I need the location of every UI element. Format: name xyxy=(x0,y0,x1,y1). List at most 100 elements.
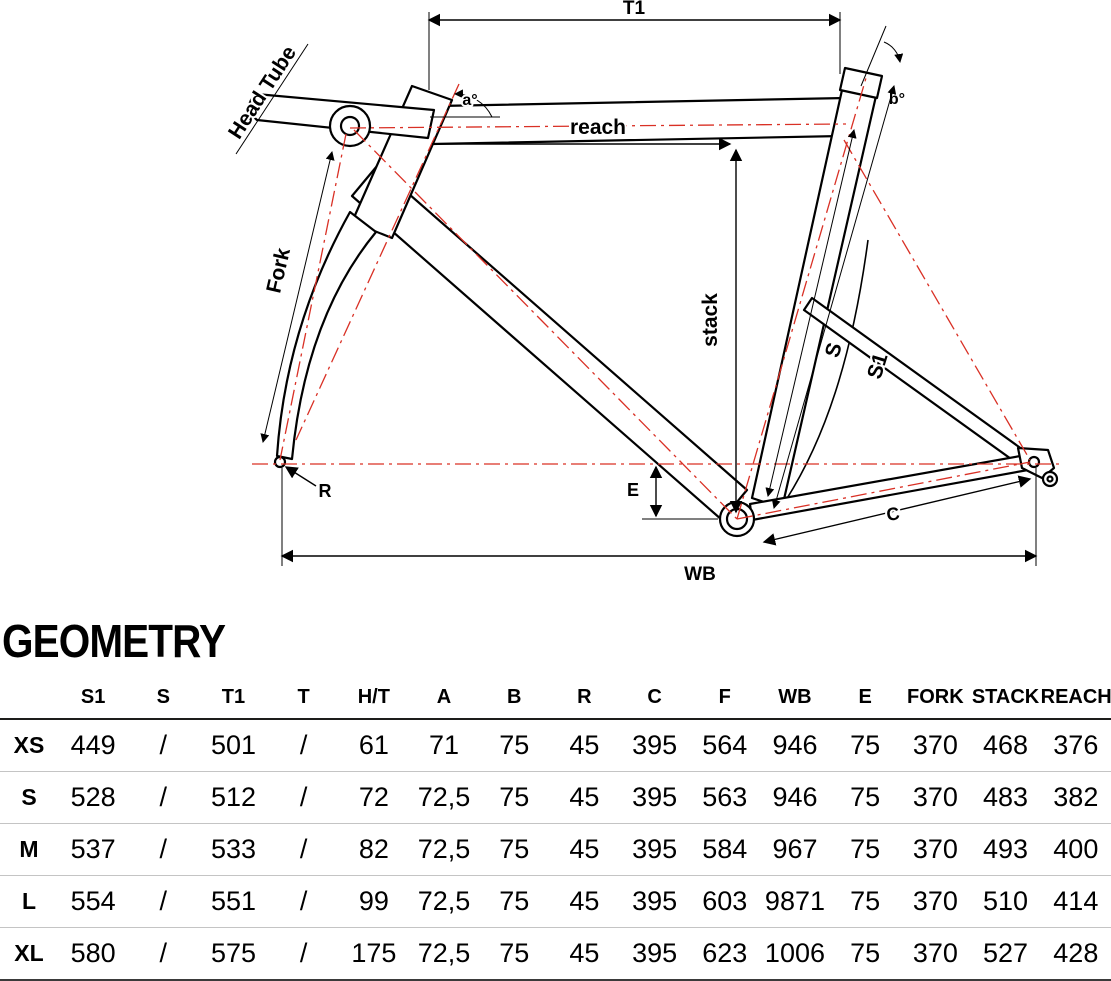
col-header-a: A xyxy=(408,682,480,720)
col-header-s1: S1 xyxy=(58,682,129,720)
value-cell: 75 xyxy=(830,719,901,772)
value-cell: 71 xyxy=(408,719,480,772)
col-header-size xyxy=(0,682,58,720)
value-cell: 395 xyxy=(619,823,690,876)
value-cell: 72,5 xyxy=(408,927,480,981)
header-row: S1 S T1 T H/T A B R C F WB E FORK STACK … xyxy=(0,682,1111,720)
value-cell: 501 xyxy=(198,719,269,772)
value-cell: 584 xyxy=(689,823,760,876)
wb-label: WB xyxy=(684,564,716,585)
value-cell: 370 xyxy=(900,823,971,876)
value-cell: 382 xyxy=(1040,771,1111,824)
value-cell: 395 xyxy=(619,875,690,928)
col-header-t: T xyxy=(268,682,339,720)
value-cell: / xyxy=(268,823,339,876)
value-cell: 468 xyxy=(970,719,1041,772)
dimensions: T1 Head Tube a° reach xyxy=(222,0,1038,587)
value-cell: 175 xyxy=(338,927,409,981)
dim-e: E xyxy=(625,465,718,520)
value-cell: 967 xyxy=(759,823,831,876)
dim-reach: reach xyxy=(432,114,732,151)
value-cell: 45 xyxy=(549,771,620,824)
value-cell: 370 xyxy=(900,719,971,772)
col-header-stack: STACK xyxy=(970,682,1041,720)
s-label: S xyxy=(821,340,847,360)
value-cell: 395 xyxy=(619,771,690,824)
value-cell: 75 xyxy=(830,875,901,928)
col-header-r: R xyxy=(549,682,620,720)
value-cell: 414 xyxy=(1040,875,1111,928)
col-header-f: F xyxy=(689,682,760,720)
down-tube xyxy=(350,164,749,522)
col-header-wb: WB xyxy=(759,682,831,720)
row-label: M xyxy=(0,823,58,876)
dim-r: R xyxy=(284,466,334,503)
col-header-s: S xyxy=(128,682,199,720)
value-cell: 376 xyxy=(1040,719,1111,772)
value-cell: 75 xyxy=(479,823,550,876)
value-cell: 75 xyxy=(479,875,550,928)
col-header-ht: H/T xyxy=(338,682,409,720)
stack-label: stack xyxy=(699,293,722,347)
dim-t1: T1 xyxy=(427,0,842,90)
e-label: E xyxy=(627,480,639,500)
t1-label: T1 xyxy=(623,0,646,19)
value-cell: 45 xyxy=(549,927,620,981)
col-header-t1: T1 xyxy=(198,682,269,720)
dim-stack: stack xyxy=(697,148,743,514)
col-header-b: B xyxy=(479,682,550,720)
table-row-m: M 537 / 533 / 82 72,5 75 45 395 584 967 … xyxy=(0,823,1111,876)
seat-stays xyxy=(802,296,1028,466)
row-label: XS xyxy=(0,719,58,772)
r-label: R xyxy=(319,481,332,501)
value-cell: 946 xyxy=(759,719,831,772)
value-cell: 564 xyxy=(689,719,760,772)
col-header-reach: REACH xyxy=(1040,682,1111,720)
value-cell: / xyxy=(268,875,339,928)
value-cell: 72,5 xyxy=(408,771,480,824)
value-cell: 82 xyxy=(338,823,409,876)
value-cell: 75 xyxy=(479,771,550,824)
value-cell: 623 xyxy=(689,927,760,981)
value-cell: / xyxy=(128,875,199,928)
dim-wb: WB xyxy=(280,468,1038,587)
value-cell: 395 xyxy=(619,719,690,772)
value-cell: / xyxy=(128,823,199,876)
value-cell: 75 xyxy=(830,927,901,981)
value-cell: / xyxy=(268,771,339,824)
frame-geometry-svg: T1 Head Tube a° reach xyxy=(222,0,1062,587)
down-tube-centerline xyxy=(353,129,738,520)
rear-axle xyxy=(1027,455,1041,469)
value-cell: 449 xyxy=(58,719,129,772)
table-row-xs: XS 449 / 501 / 61 71 75 45 395 564 946 7… xyxy=(0,719,1111,772)
reach-label: reach xyxy=(570,116,626,139)
frame-geometry-diagram: T1 Head Tube a° reach xyxy=(222,0,1062,587)
value-cell: 75 xyxy=(830,771,901,824)
a-angle-label: a° xyxy=(462,92,477,109)
value-cell: 551 xyxy=(198,875,269,928)
value-cell: 45 xyxy=(549,875,620,928)
dim-c: C xyxy=(762,475,1032,546)
value-cell: / xyxy=(268,927,339,981)
value-cell: 537 xyxy=(58,823,129,876)
seat-stay-centerline xyxy=(843,139,1031,461)
value-cell: 395 xyxy=(619,927,690,981)
value-cell: 533 xyxy=(198,823,269,876)
value-cell: 45 xyxy=(549,719,620,772)
value-cell: 400 xyxy=(1040,823,1111,876)
geometry-table: S1 S T1 T H/T A B R C F WB E FORK STACK … xyxy=(0,682,1111,981)
value-cell: 563 xyxy=(689,771,760,824)
row-label: S xyxy=(0,771,58,824)
value-cell: 72 xyxy=(338,771,409,824)
row-label: L xyxy=(0,875,58,928)
value-cell: 580 xyxy=(58,927,129,981)
row-label: XL xyxy=(0,927,58,981)
head-tube-label: Head Tube xyxy=(224,42,301,143)
value-cell: 370 xyxy=(900,927,971,981)
dim-s: S xyxy=(765,129,857,497)
dim-a-angle: a° xyxy=(430,89,500,118)
value-cell: 575 xyxy=(198,927,269,981)
value-cell: 510 xyxy=(970,875,1041,928)
value-cell: / xyxy=(128,719,199,772)
